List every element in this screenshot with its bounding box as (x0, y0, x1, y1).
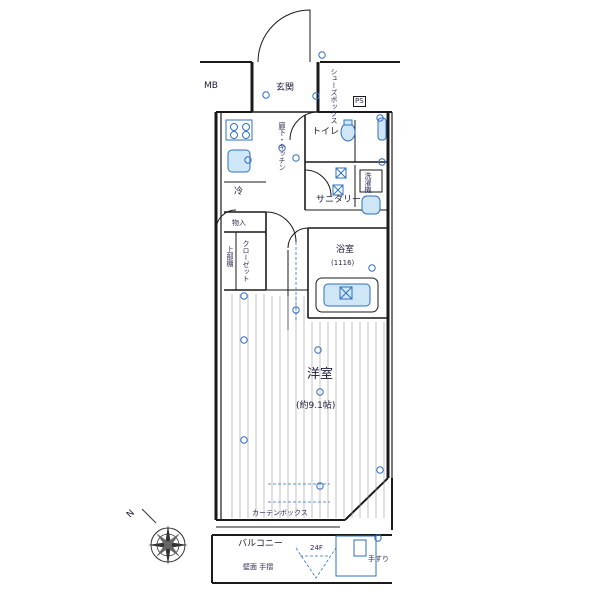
entrance-door-swing (257, 9, 311, 63)
toilet-icon (340, 122, 356, 142)
western-room-label: 洋室 (307, 367, 334, 382)
mb-label: MB (204, 81, 218, 91)
upper-shelf-label: 上部棚 (226, 246, 234, 267)
stove-icon (225, 119, 253, 141)
balcony-rail-label: 壁面 手摺 (243, 563, 274, 571)
room-size-label: (約9.1帖) (296, 401, 336, 411)
dashed-guides (268, 242, 337, 579)
ps-label: PS (353, 96, 366, 107)
sink-icon (227, 149, 251, 173)
laundry-label: 洗濯機 (364, 172, 372, 193)
sanitary-label: サニタリー (316, 195, 362, 205)
fridge-label: 冷 (234, 187, 244, 197)
compass-rose-icon (141, 508, 188, 565)
flooring (231, 294, 385, 518)
ceiling-height-label: 24F (310, 544, 323, 552)
washbasin-icon (361, 195, 381, 215)
balcony-label: バルコニー (238, 539, 283, 549)
curtain-box-label: カーテンボックス (252, 509, 308, 517)
storage-label: 物入 (232, 219, 246, 227)
outlets (240, 51, 386, 542)
toilet-label: トイレ (312, 127, 340, 137)
bath-size-label: (1116) (331, 259, 355, 267)
corridor-kitchen-label: 廊下・キッチン (278, 122, 286, 171)
entrance-label: 玄関 (276, 83, 295, 93)
partitions (224, 111, 388, 330)
walls (200, 61, 400, 584)
fixtures (225, 117, 387, 577)
door-swings (215, 9, 332, 249)
shoe-box-label: シューズボックス (330, 68, 338, 124)
closet-label: クローゼット (242, 240, 250, 282)
bath-label: 浴室 (336, 245, 355, 255)
handrail-label: 手すり (368, 555, 389, 563)
